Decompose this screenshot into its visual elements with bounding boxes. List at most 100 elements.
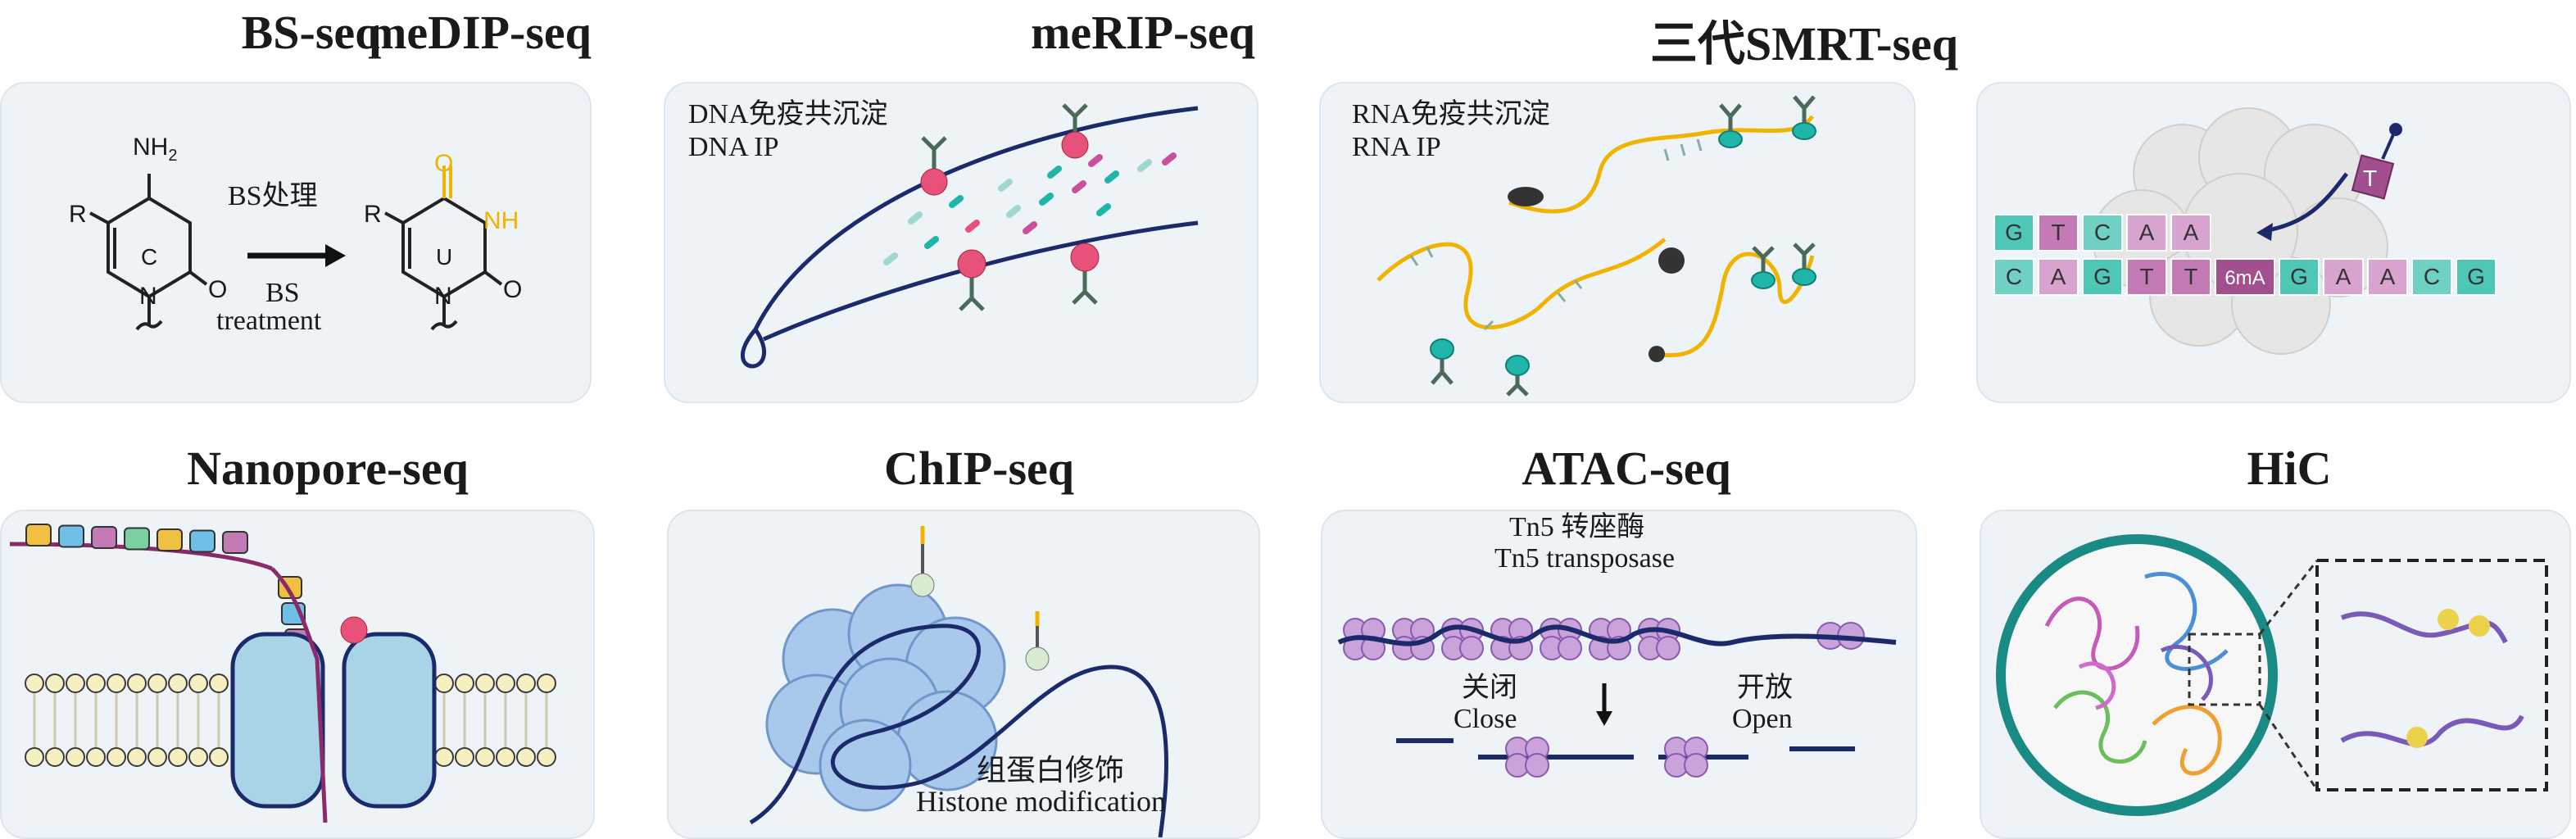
base-letter: G [2290, 264, 2308, 289]
lipid-head [496, 747, 515, 767]
n-left: N [139, 283, 157, 310]
dna-ip-en-label: DNA IP [688, 132, 779, 162]
dna-base [222, 531, 248, 554]
lipid-head [209, 747, 229, 767]
histone-modification-cn-label: 组蛋白修饰 [977, 754, 1125, 787]
base-letter: A [2336, 264, 2352, 289]
nanopore-seq-title: Nanopore-seq [187, 442, 469, 495]
base-letter: 6mA [2225, 267, 2265, 289]
lipid-head [107, 673, 126, 693]
o-right: O [503, 276, 523, 303]
base-letter: T [2051, 220, 2065, 245]
lipid-head [86, 673, 106, 693]
lipid-head [45, 747, 65, 767]
uracil-u-label: U [436, 244, 453, 270]
base-letter: T [2139, 264, 2153, 289]
dna-base [156, 528, 183, 551]
incoming-nucleotide-label: T [2363, 166, 2378, 191]
base-tile [2279, 258, 2320, 296]
lipid-head [147, 673, 167, 693]
histone-modification-en-label: Histone modification [916, 785, 1166, 818]
hic-panel [1980, 510, 2571, 839]
base-letter: A [2380, 264, 2396, 289]
base-letter: T [2184, 264, 2197, 289]
bs-seq-panel: NH2 R C N O BS处理 BS treatment R O NH U N… [0, 82, 592, 403]
bs-seq-title: BS-seq [241, 6, 382, 59]
lipid-head [537, 673, 556, 693]
bs-conversion-diagram [89, 166, 503, 331]
lipid-head [434, 747, 454, 767]
lipid-head [516, 673, 536, 693]
lipid-head [66, 673, 85, 693]
base-tile [2038, 258, 2079, 296]
base-tile [2170, 258, 2211, 296]
base-tile [2323, 258, 2364, 296]
base-letter: C [2006, 264, 2022, 289]
lipid-head [455, 747, 474, 767]
base-tile [2411, 258, 2452, 296]
atac-seq-panel: Tn5 转座酶 Tn5 transposase 关闭 Close 开放 Open [1321, 510, 1917, 839]
base-tile [2456, 258, 2497, 296]
bs-treatment-cn-label: BS处理 [228, 181, 318, 211]
pore-protein [230, 632, 437, 809]
atac-seq-title: ATAC-seq [1522, 442, 1731, 495]
lipid-head [188, 673, 208, 693]
r-group-left: R [69, 201, 87, 228]
base-tile [1993, 258, 2034, 296]
lipid-head [66, 747, 85, 767]
rna-ip-en-label: RNA IP [1352, 132, 1441, 162]
chip-seq-title: ChIP-seq [883, 442, 1075, 495]
lipid-head [86, 747, 106, 767]
smrt-seq-title: 三代SMRT-seq [1649, 17, 1959, 70]
rna-ip-cn-label: RNA免疫共沉淀 [1352, 99, 1550, 129]
n-right: N [434, 283, 452, 310]
base-tile [2215, 258, 2275, 296]
nucleosome [1656, 636, 1680, 660]
uracil-o-top: O [434, 150, 454, 177]
base-tile [2038, 214, 2079, 252]
merip-seq-panel: RNA免疫共沉淀 RNA IP [1319, 82, 1916, 403]
lipid-head [516, 747, 536, 767]
lipid-head [455, 673, 474, 693]
open-cn-label: 开放 [1737, 673, 1793, 703]
lipid-head [434, 673, 454, 693]
lipid-head [147, 747, 167, 767]
base-letter: C [2424, 264, 2440, 289]
base-tile [2126, 214, 2167, 252]
base-tile [1993, 214, 2034, 252]
base-letter: A [2139, 220, 2155, 245]
dna-base [25, 524, 52, 546]
base-letter: G [2467, 264, 2485, 289]
lipid-head [209, 673, 229, 693]
lipid-head [537, 747, 556, 767]
bs-label: BS [265, 278, 300, 308]
merip-diagram [1376, 95, 1816, 397]
hic-diagram [1996, 534, 2548, 816]
tn5-cn-label: Tn5 转座酶 [1509, 512, 1645, 542]
dna-base [189, 529, 215, 553]
base-tile [2126, 258, 2167, 296]
lipid-head [25, 747, 44, 767]
close-en-label: Close [1454, 704, 1517, 734]
lipid-head [188, 747, 208, 767]
lipid-head [127, 747, 147, 767]
nucleosome [1558, 636, 1582, 660]
lipid-head [25, 673, 44, 693]
merip-seq-title: meRIP-seq [1031, 6, 1255, 59]
base-tile [2367, 258, 2408, 296]
open-en-label: Open [1732, 704, 1793, 734]
histone-octamer [765, 583, 1006, 812]
chip-diagram [749, 526, 1168, 837]
base-letter: A [2184, 220, 2199, 245]
medip-seq-title: meDIP-seq [367, 6, 592, 59]
dna-base [124, 527, 150, 551]
base-letter: A [2051, 264, 2066, 289]
chip-seq-panel: 组蛋白修饰 Histone modification [667, 510, 1260, 839]
base-letter: C [2094, 220, 2111, 245]
hic-title: HiC [2247, 442, 2332, 495]
tn5-en-label: Tn5 transposase [1494, 543, 1676, 574]
antibody-beads [920, 103, 1100, 311]
nh2-label: NH2 [133, 134, 178, 165]
dna-ip-cn-label: DNA免疫共沉淀 [688, 99, 888, 129]
